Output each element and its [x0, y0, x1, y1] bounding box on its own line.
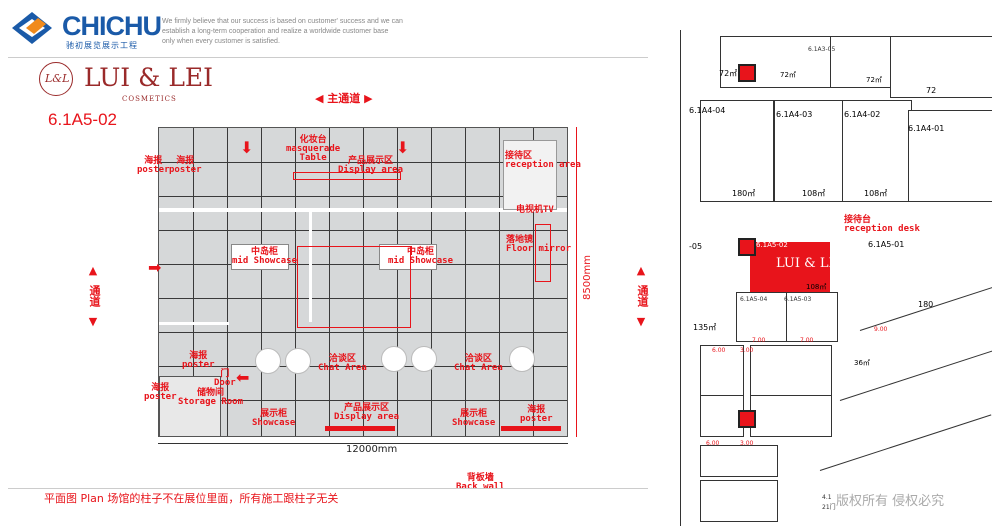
- slogan-line-2: establish a long-term cooperation and re…: [162, 28, 389, 35]
- map-booth-logo: LUI & LEI: [776, 256, 844, 271]
- map-small-1a3-05: 6.1A3-05: [808, 46, 836, 53]
- chat-table-5: [509, 346, 535, 372]
- width-dimension: 12000mm: [346, 444, 398, 455]
- left-aisle-text: 通道: [88, 285, 101, 307]
- map-booth-05: -05: [689, 242, 703, 251]
- depth-dimension: 8500mm: [582, 255, 593, 300]
- map-dim-3b: 3.00: [740, 440, 754, 447]
- main-aisle-text: 主通道: [327, 92, 361, 105]
- footer-note: 平面图 Plan 场馆的柱子不在展位里面，所有施工跟柱子无关: [44, 492, 339, 505]
- map-area-72d: 72: [926, 86, 937, 95]
- map-booth-1a4-03: 6.1A4-03: [776, 110, 813, 119]
- map-small-4-1: 4.1: [822, 494, 832, 501]
- highlighted-booth: [750, 242, 830, 292]
- map-booth-1a5-02: 6.1A5-02: [756, 241, 788, 249]
- storage-room-area: [159, 376, 221, 436]
- booth-floor-plan: [158, 127, 568, 437]
- map-area-72b: 72㎡: [780, 71, 796, 79]
- brand-sub: COSMETICS: [122, 95, 177, 103]
- map-area-180a: 180㎡: [732, 189, 756, 198]
- entrance-arrow-top-left: ⬇: [240, 138, 254, 157]
- chichu-logo-icon: [12, 12, 52, 44]
- chat-table-3: [381, 346, 407, 372]
- map-area-135: 135㎡: [693, 323, 717, 332]
- brand-name: LUI & LEI: [84, 63, 214, 92]
- arrow-up-icon: ▲: [636, 264, 646, 277]
- arrow-down-icon: ▼: [88, 315, 98, 328]
- map-small-1a5-04: 6.1A5-04: [740, 296, 768, 303]
- footer-divider: [8, 488, 648, 489]
- arrow-up-icon: ▲: [88, 264, 98, 277]
- map-area-72c: 72㎡: [866, 76, 882, 84]
- map-area-72a: 72㎡: [719, 69, 738, 78]
- width-dimension-line: [158, 443, 568, 444]
- map-dim-3a: 3.00: [740, 347, 754, 354]
- reception-counter: [503, 140, 557, 210]
- chat-table-1: [255, 348, 281, 374]
- map-small-21: 21门: [822, 504, 836, 511]
- island-showcase-right: [379, 244, 437, 270]
- island-showcase-left: [231, 244, 289, 270]
- right-aisle-text: 通道: [636, 285, 649, 307]
- map-dim-7a: 7.00: [752, 337, 766, 344]
- brand-logo-mark: L&L: [39, 62, 73, 96]
- company-logo: [8, 10, 58, 50]
- map-area-108a: 108㎡: [802, 189, 826, 198]
- arrow-down-icon: ▼: [636, 315, 646, 328]
- slogan-line-1: We firmly believe that our success is ba…: [162, 18, 403, 25]
- hall-map: [680, 30, 992, 526]
- right-aisle: ▲ 通道 ▼: [634, 264, 649, 344]
- slogan-line-3: only when every customer is satisfied.: [162, 38, 280, 45]
- map-dim-9: 9.00: [874, 326, 888, 333]
- map-booth-1a4-02: 6.1A4-02: [844, 110, 881, 119]
- map-area-108c: 108㎡: [806, 283, 827, 291]
- entrance-arrow-left: ➡: [148, 258, 162, 277]
- map-booth-1a4-04: 6.1A4-04: [689, 106, 726, 115]
- map-area-36: 36㎡: [854, 359, 870, 367]
- chat-table-4: [411, 346, 437, 372]
- company-name: CHICHU: [62, 11, 162, 41]
- map-booth-1a5-01: 6.1A5-01: [868, 240, 905, 249]
- depth-dimension-line: [576, 127, 577, 437]
- map-dim-7b: 7.00: [800, 337, 814, 344]
- map-small-1a5-03: 6.1A5-03: [784, 296, 812, 303]
- header-divider: [8, 57, 648, 58]
- map-dim-6a: 6.00: [712, 347, 726, 354]
- watermark: 版权所有 侵权必究: [836, 494, 945, 509]
- brand-logo-text: L&L: [45, 72, 70, 85]
- map-area-108b: 108㎡: [864, 189, 888, 198]
- map-dim-6b: 6.00: [706, 440, 720, 447]
- left-aisle: ▲ 通道 ▼: [86, 264, 101, 344]
- entrance-arrow-bottom: ⬅: [236, 368, 250, 387]
- tv-label: 电视机TV: [516, 205, 554, 215]
- chat-table-2: [285, 348, 311, 374]
- booth-number: 6.1A5-02: [48, 110, 117, 129]
- map-area-180b: 180: [918, 300, 934, 309]
- map-booth-1a4-01: 6.1A4-01: [908, 124, 945, 133]
- company-name-cn: 驰初展览展示工程: [66, 41, 138, 50]
- main-aisle-label: ◀ 主通道 ▶: [315, 92, 373, 105]
- entrance-arrow-top-right: ⬇: [396, 138, 410, 157]
